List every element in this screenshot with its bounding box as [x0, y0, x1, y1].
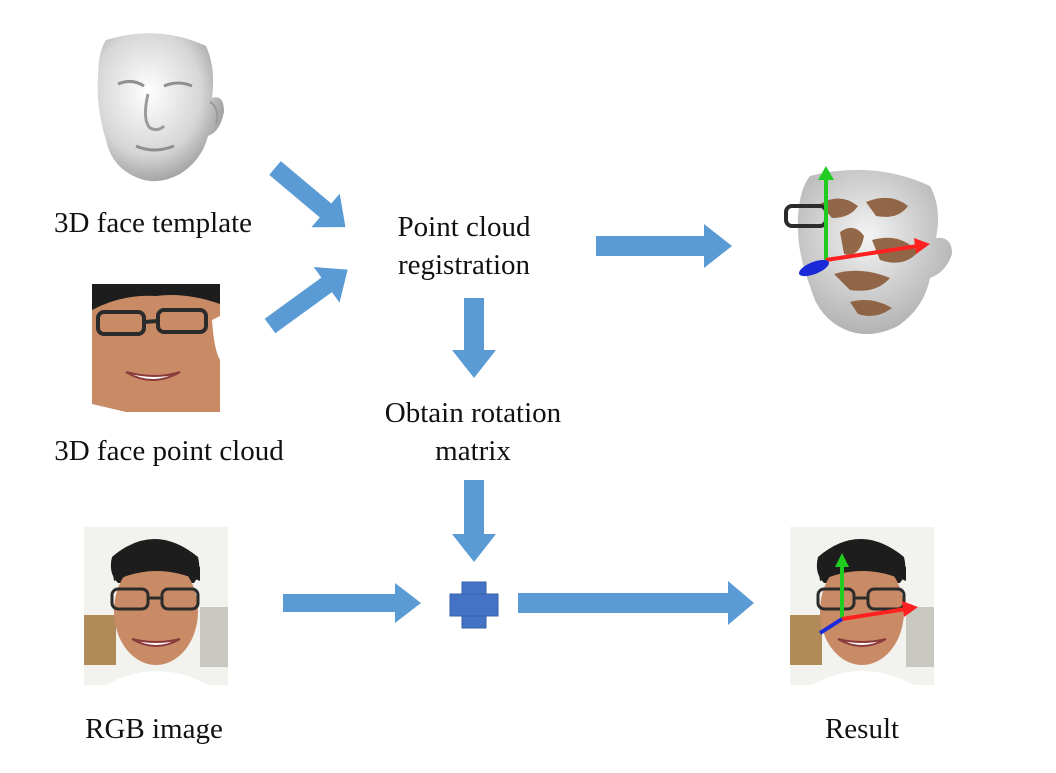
label-point-cloud-registration: Point cloud registration — [364, 208, 564, 284]
arrow-registration-to-output — [596, 224, 732, 268]
x-axis-icon — [841, 607, 907, 621]
rgb-face-photo — [84, 527, 228, 685]
arrow-template-to-registration — [269, 161, 346, 228]
label-registration-line1: Point cloud — [397, 211, 531, 243]
label-3d-face-template: 3D face template — [53, 207, 253, 239]
x-axis-icon — [825, 244, 919, 262]
registered-face-render — [784, 166, 952, 335]
arrow-rgb-to-plus — [283, 583, 421, 623]
3d-face-template-render — [97, 33, 224, 182]
arrow-registration-to-rotation — [452, 298, 496, 378]
label-registration-line2: registration — [397, 249, 531, 281]
label-result: Result — [824, 713, 900, 745]
arrow-rotation-to-plus — [452, 480, 496, 562]
arrow-pointcloud-to-registration — [264, 267, 348, 334]
result-face-photo — [790, 527, 934, 685]
arrow-plus-to-result — [518, 581, 754, 625]
label-rotation-line1: Obtain rotation — [384, 397, 562, 429]
label-rotation-line2: matrix — [435, 435, 511, 467]
z-axis-icon — [818, 617, 844, 635]
3d-face-point-cloud-photo — [92, 284, 220, 412]
label-obtain-rotation-matrix: Obtain rotation matrix — [358, 394, 588, 470]
z-axis-icon — [798, 259, 830, 277]
label-3d-face-point-cloud: 3D face point cloud — [54, 435, 284, 467]
combine-plus-icon — [449, 581, 499, 629]
label-rgb-image: RGB image — [85, 713, 223, 745]
